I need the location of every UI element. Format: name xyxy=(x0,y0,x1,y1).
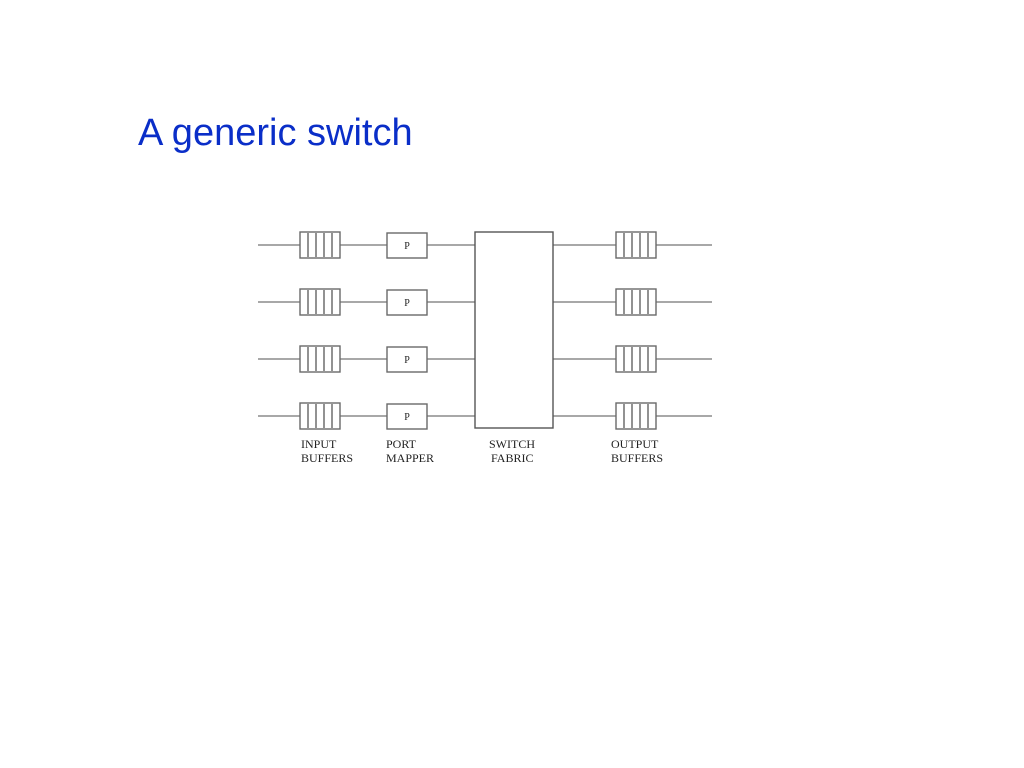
port-mapper-label-2: P xyxy=(404,298,410,309)
input-buffers-caption-line1: INPUT xyxy=(301,437,337,451)
input-buffers-caption-line2: BUFFERS xyxy=(301,451,353,465)
output-buffers-caption-line1: OUTPUT xyxy=(611,437,659,451)
output-buffers-caption-line2: BUFFERS xyxy=(611,451,663,465)
port-mapper-box-3 xyxy=(386,346,428,373)
port-mapper-caption-line2: MAPPER xyxy=(386,451,434,465)
output-buffer-1 xyxy=(615,231,657,259)
output-buffer-4 xyxy=(615,402,657,430)
input-buffer-2 xyxy=(299,288,341,316)
port-mapper-label-1: P xyxy=(404,241,410,252)
stage-captions: INPUT BUFFERS PORT MAPPER SWITCH FABRIC … xyxy=(301,437,663,465)
port-mapper-label-3: P xyxy=(404,355,410,366)
slide-title: A generic switch xyxy=(138,112,413,154)
port-mapper-caption-line1: PORT xyxy=(386,437,417,451)
input-buffer-3 xyxy=(299,345,341,373)
input-buffer-1 xyxy=(299,231,341,259)
port-mapper-box-1 xyxy=(386,232,428,259)
switch-fabric-caption-line2: FABRIC xyxy=(491,451,533,465)
port-mapper-box-2 xyxy=(386,289,428,316)
port-mapper-box-4 xyxy=(386,403,428,430)
input-buffer-4 xyxy=(299,402,341,430)
switch-fabric-caption-line1: SWITCH xyxy=(489,437,535,451)
switch-fabric-box xyxy=(474,231,554,429)
switch-diagram-ports: P P P P xyxy=(258,231,712,430)
port-mapper-label-4: P xyxy=(404,412,410,423)
output-buffer-3 xyxy=(615,345,657,373)
output-buffer-2 xyxy=(615,288,657,316)
